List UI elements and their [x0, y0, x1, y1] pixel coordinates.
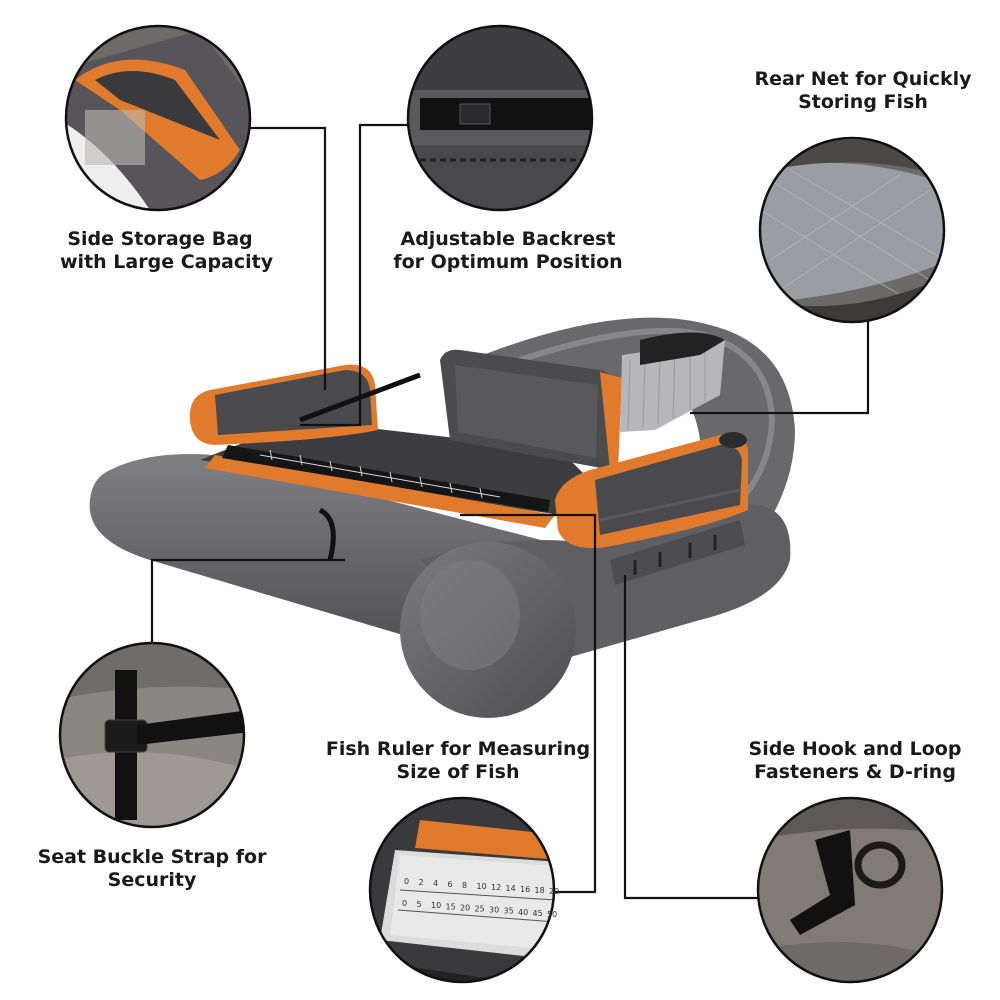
label-line: Side Storage Bag	[67, 228, 253, 250]
ruler-number: 8	[462, 881, 467, 890]
ruler-number: 40	[518, 908, 528, 917]
label-line: for Optimum Position	[393, 251, 623, 273]
ruler-number: 20	[549, 887, 559, 896]
label-line: Size of Fish	[396, 761, 520, 783]
ruler-number: 45	[533, 909, 543, 918]
ruler-number: 14	[506, 884, 516, 893]
ruler-number: 0	[404, 877, 409, 886]
ruler-number: 35	[504, 907, 514, 916]
ruler-number: 4	[433, 879, 438, 888]
ruler-number: 10	[431, 901, 441, 910]
label-adjustable-backrest: Adjustable Backrest for Optimum Position	[388, 228, 628, 274]
ruler-number: 0	[402, 899, 407, 908]
ruler-number: 25	[475, 905, 485, 914]
ruler-number: 50	[547, 910, 557, 919]
label-line: Seat Buckle Strap for	[37, 846, 267, 868]
label-line: Adjustable Backrest	[400, 228, 616, 250]
label-seat-buckle-strap: Seat Buckle Strap for Security	[37, 846, 267, 892]
ruler-number: 10	[477, 882, 487, 891]
label-fish-ruler: Fish Ruler for Measuring Size of Fish	[318, 738, 598, 784]
ruler-number: 15	[446, 902, 456, 911]
label-line: Storing Fish	[798, 91, 928, 113]
ruler-number: 5	[417, 900, 422, 909]
ruler-number: 16	[520, 885, 530, 894]
label-line: Fish Ruler for Measuring	[325, 738, 591, 760]
label-line: Fasteners & D-ring	[754, 761, 956, 783]
ruler-number: 2	[419, 878, 424, 887]
label-line: Side Hook and Loop	[748, 738, 962, 760]
ruler-number: 12	[491, 883, 501, 892]
label-side-storage-bag: Side Storage Bag with Large Capacity	[60, 228, 274, 274]
detail-circle-fish-ruler	[368, 796, 556, 984]
ruler-number: 18	[535, 886, 545, 895]
ruler-number: 6	[448, 880, 453, 889]
float-tube-body	[89, 317, 795, 718]
label-line: Security	[107, 869, 197, 891]
ruler-number: 30	[489, 906, 499, 915]
label-rear-net: Rear Net for Quickly Storing Fish	[748, 68, 978, 114]
label-line: Rear Net for Quickly	[754, 68, 972, 90]
label-side-hook-loop: Side Hook and Loop Fasteners & D-ring	[740, 738, 970, 784]
ruler-number: 20	[460, 903, 470, 912]
label-line: with Large Capacity	[60, 251, 274, 273]
detail-circle-side-storage-bag	[64, 24, 252, 212]
